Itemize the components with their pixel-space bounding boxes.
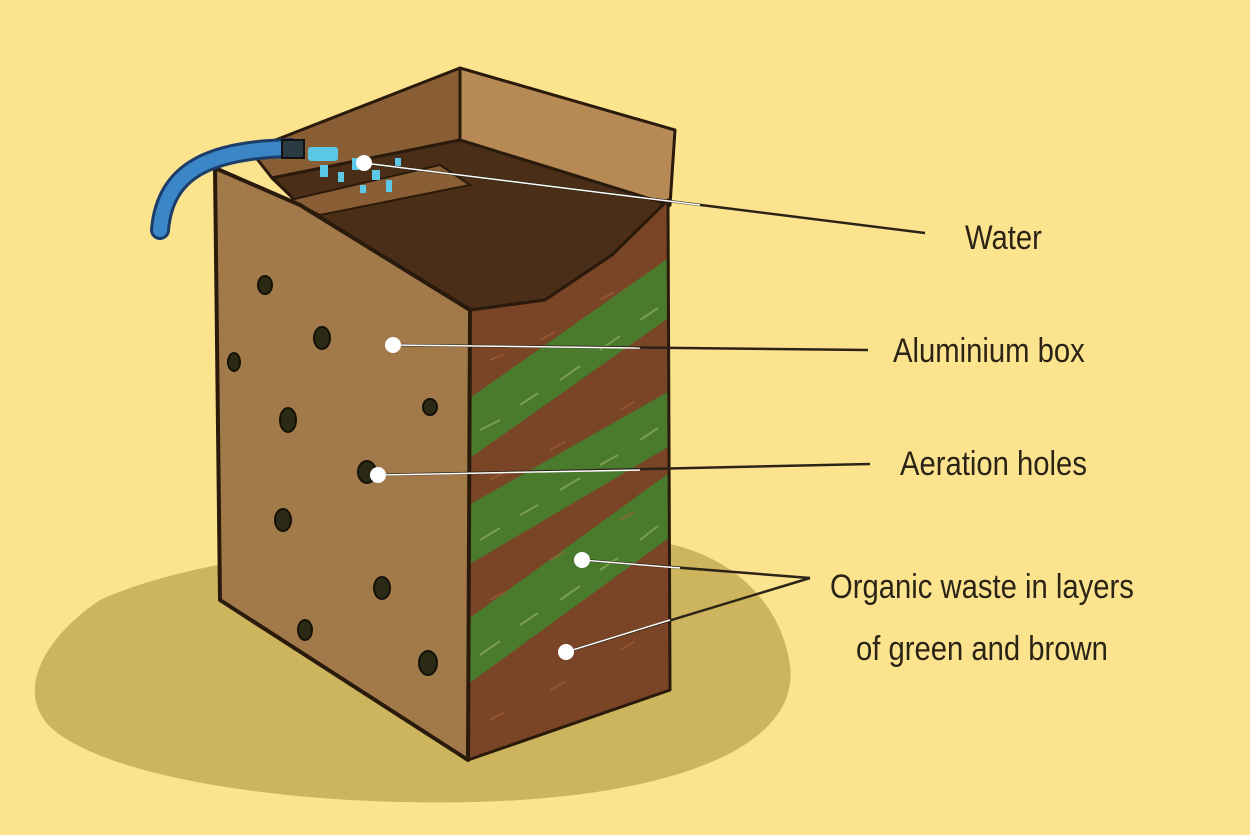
marker-dots [356, 155, 590, 660]
aeration-holes [227, 275, 438, 676]
marker-dot-aluminium-box [385, 337, 401, 353]
label-aeration-holes: Aeration holes [900, 445, 1087, 483]
aeration-hole [422, 398, 438, 416]
label-organic-waste: Organic waste in layers of green and bro… [830, 556, 1134, 680]
marker-dot-water [356, 155, 372, 171]
water-spray [308, 147, 401, 193]
cross-section [468, 200, 670, 760]
green-layer-1 [468, 250, 670, 465]
box-front-face [213, 166, 472, 762]
aeration-hole [279, 407, 297, 433]
aeration-hole [257, 275, 273, 295]
green-layer-3 [468, 465, 670, 690]
aeration-hole [313, 326, 331, 350]
aeration-hole [274, 508, 292, 532]
marker-dot-organic-green [574, 552, 590, 568]
aeration-hole [227, 352, 241, 372]
label-aluminium-box: Aluminium box [893, 332, 1085, 370]
label-water: Water [965, 219, 1042, 257]
green-layer-2 [468, 385, 670, 570]
aeration-hole [297, 619, 313, 641]
marker-dot-aeration-holes [370, 467, 386, 483]
label-organic-waste-line1: Organic waste in layers [830, 568, 1134, 606]
aeration-hole [418, 650, 438, 676]
hose-nozzle [281, 139, 305, 159]
marker-dot-organic-brown [558, 644, 574, 660]
aeration-hole [373, 576, 391, 600]
label-organic-waste-line2: of green and brown [855, 630, 1108, 668]
